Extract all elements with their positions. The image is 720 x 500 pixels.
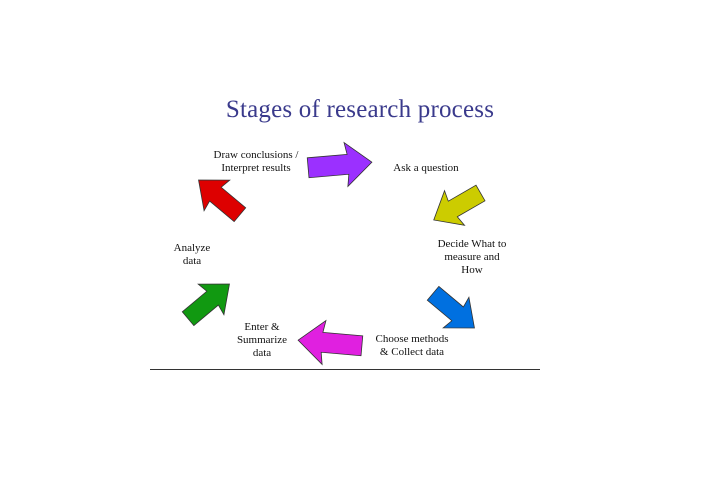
stage-label-enter-summarize: Enter & Summarize data xyxy=(236,321,288,359)
diagram-title: Stages of research process xyxy=(225,96,495,123)
arrow-analyze xyxy=(181,283,230,327)
arrow-choose-methods xyxy=(426,285,475,329)
stage-label-choose-methods: Choose methods & Collect data xyxy=(375,333,449,358)
stage-label-analyze: Analyze data xyxy=(173,242,211,267)
arrow-enter-summarize xyxy=(297,319,364,366)
stage-label-decide-measure: Decide What to measure and How xyxy=(437,238,507,276)
arrow-decide-measure xyxy=(433,184,486,226)
stage-label-ask-question: Ask a question xyxy=(393,162,459,174)
slide xyxy=(150,80,540,370)
arrow-draw-conclusions xyxy=(198,179,247,223)
arrow-ask-question xyxy=(306,141,373,188)
stage-label-draw-conclusions: Draw conclusions / Interpret results xyxy=(213,149,299,174)
slide-divider xyxy=(150,369,540,370)
